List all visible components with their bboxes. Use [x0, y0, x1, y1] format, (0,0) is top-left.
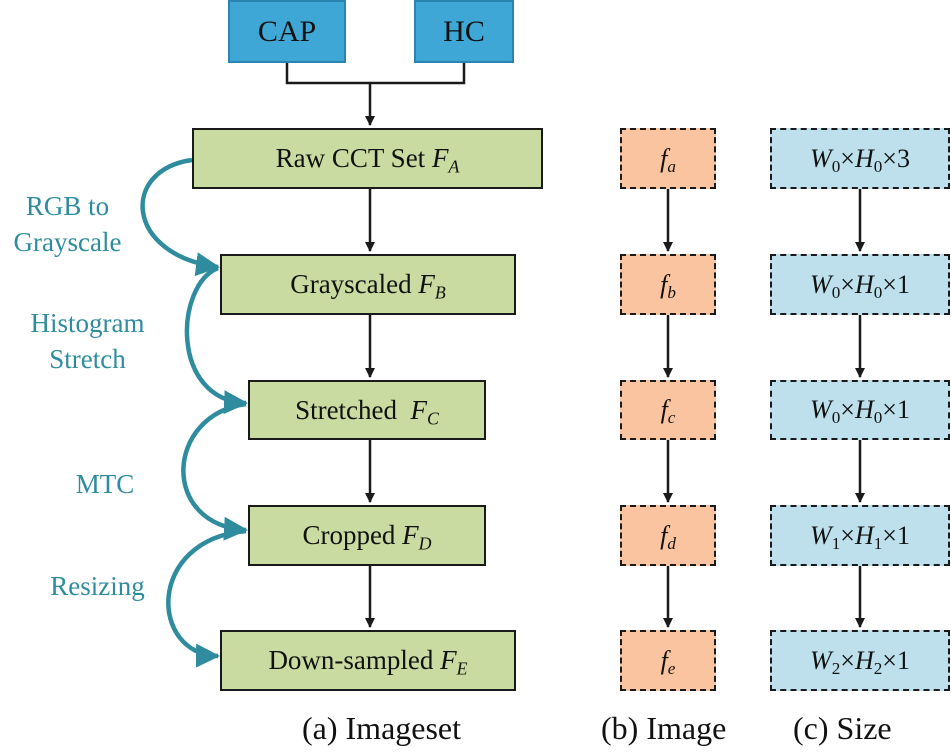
image-fa-box: fa	[620, 128, 716, 189]
image-fa-label: fa	[660, 143, 676, 176]
step-label-mtc: MTC	[75, 469, 135, 499]
source-cap-box: CAP	[228, 0, 346, 63]
image-fd-label: fd	[660, 520, 676, 553]
grayscaled-box: Grayscaled FB	[220, 254, 516, 315]
grayscaled-label: Grayscaled FB	[290, 269, 446, 303]
size-label-3: W0×H0×1	[810, 395, 910, 428]
image-fc-label: fc	[660, 395, 676, 428]
source-cap-label: CAP	[257, 14, 317, 48]
image-fe-box: fe	[620, 630, 716, 691]
cropped-box: Cropped FD	[248, 505, 486, 566]
cropped-label: Cropped FD	[302, 520, 432, 554]
down-sampled-label: Down-sampled FE	[268, 645, 468, 679]
source-hc-box: HC	[414, 0, 514, 63]
size-box-2: W0×H0×1	[770, 254, 950, 315]
step-label-resizing: Resizing	[50, 571, 145, 601]
raw-cct-set-box: Raw CCT Set FA	[192, 128, 543, 189]
size-label-4: W1×H1×1	[810, 520, 910, 553]
size-box-4: W1×H1×1	[770, 505, 950, 566]
image-fb-label: fb	[660, 269, 676, 302]
image-fb-box: fb	[620, 254, 716, 315]
size-label-1: W0×H0×3	[810, 143, 910, 176]
image-fe-label: fe	[660, 645, 676, 678]
caption-size: (c) Size	[793, 710, 892, 746]
size-label-5: W2×H2×1	[810, 645, 910, 678]
image-fd-box: fd	[620, 505, 716, 566]
histogram-stretch-arrow	[184, 265, 248, 415]
rgb-to-grayscale-arrow	[140, 157, 220, 277]
source-hc-label: HC	[443, 14, 485, 48]
size-box-5: W2×H2×1	[770, 630, 950, 691]
size-box-3: W0×H0×1	[770, 380, 950, 440]
mtc-arrow	[181, 401, 248, 541]
raw-cct-set-label: Raw CCT Set FA	[275, 143, 460, 177]
down-sampled-box: Down-sampled FE	[220, 630, 516, 691]
stretched-box: Stretched FC	[248, 380, 486, 440]
source-merge-connector	[285, 63, 466, 125]
resizing-arrow	[166, 528, 247, 668]
caption-image: (b) Image	[601, 710, 727, 746]
caption-imageset: (a) Imageset	[302, 710, 462, 746]
size-label-2: W0×H0×1	[810, 269, 910, 302]
step-label-histogram-stretch: Histogram Stretch	[30, 308, 145, 374]
step-label-rgb-to-grayscale: RGB to Grayscale	[13, 191, 122, 257]
stretched-label: Stretched FC	[295, 394, 439, 428]
size-box-1: W0×H0×3	[770, 128, 950, 189]
image-fc-box: fc	[620, 380, 716, 440]
